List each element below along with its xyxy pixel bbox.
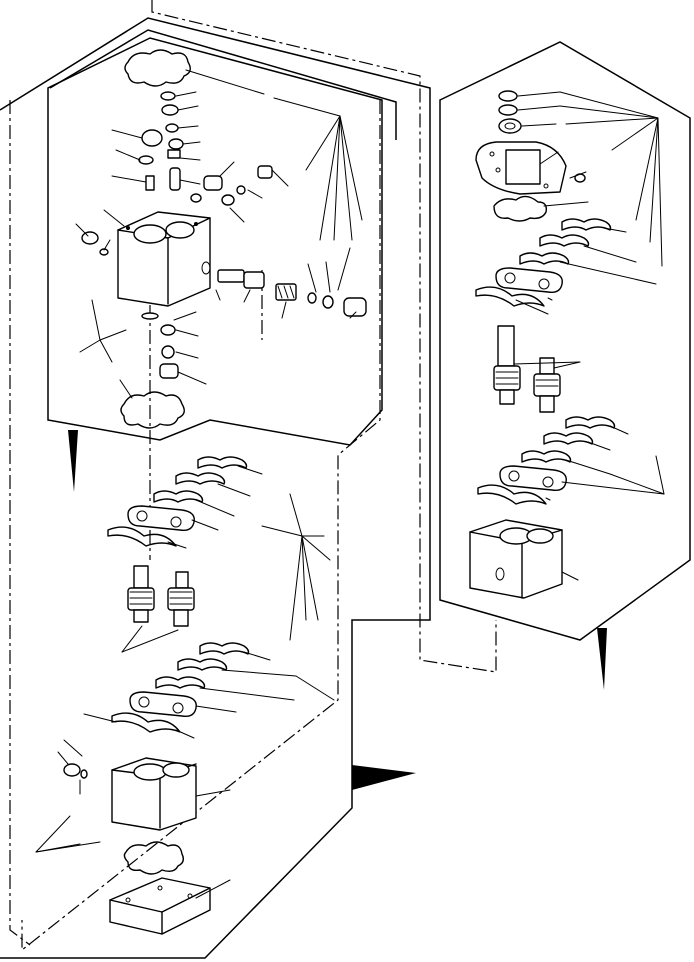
right-wear-plate-lower-icon bbox=[499, 465, 567, 492]
connection-lines bbox=[9, 0, 497, 952]
cover-plate-icon bbox=[475, 141, 567, 195]
side-fittings bbox=[190, 165, 273, 206]
frame-right-assembly bbox=[439, 41, 691, 641]
seal-ring-lower-icon bbox=[111, 642, 250, 733]
callout-leaders-right bbox=[513, 91, 665, 581]
end-plate-icon bbox=[109, 877, 211, 935]
callout-leaders-middle bbox=[83, 465, 335, 739]
seal-ring-icon bbox=[107, 456, 248, 547]
valve-stack-parts bbox=[138, 91, 184, 191]
right-wear-plate-icon bbox=[495, 267, 563, 294]
right-seal-ring-icon bbox=[475, 218, 612, 307]
body-bolt-icon bbox=[81, 231, 109, 256]
cover-screw-icon bbox=[569, 171, 587, 183]
lower-valve-parts bbox=[141, 312, 179, 379]
frame-upper-inner bbox=[47, 37, 383, 446]
wear-plate-lower-icon bbox=[129, 691, 197, 718]
frame-left-assembly bbox=[0, 17, 431, 959]
lower-gasket-icon bbox=[120, 391, 185, 429]
gear-shaft-icon bbox=[127, 565, 195, 627]
lower-bolt-icon bbox=[63, 763, 88, 795]
upper-pump-body-icon bbox=[117, 211, 211, 307]
lower-pump-body-icon bbox=[111, 757, 197, 831]
right-gear-shaft-icon bbox=[493, 325, 561, 413]
arrow-marker-icon bbox=[68, 430, 607, 790]
callout-leaders-upper bbox=[75, 69, 363, 399]
wear-plate-icon bbox=[127, 505, 195, 532]
relief-valve-group bbox=[217, 269, 367, 317]
upper-gasket-icon bbox=[124, 49, 191, 87]
right-seal-ring-lower-icon bbox=[477, 416, 616, 505]
right-gasket-icon bbox=[493, 195, 548, 222]
right-washers bbox=[498, 90, 522, 134]
right-pump-body-icon bbox=[469, 519, 563, 599]
end-gasket-icon bbox=[123, 841, 185, 875]
callout-leaders-lower bbox=[35, 739, 231, 899]
